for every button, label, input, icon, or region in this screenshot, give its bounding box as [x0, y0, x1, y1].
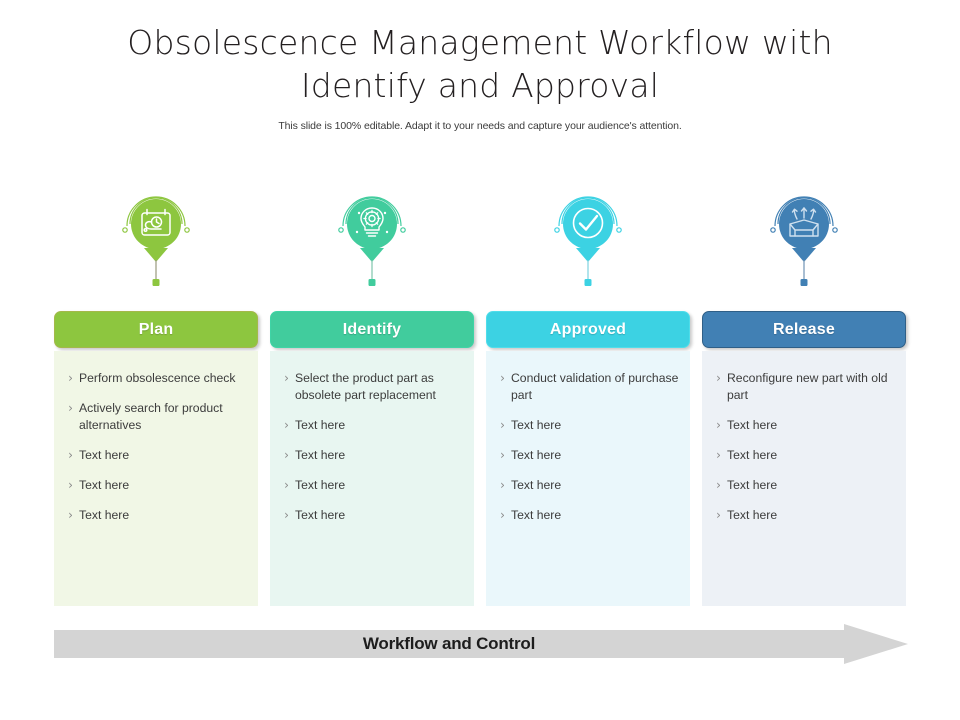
- list-item: › Text here: [494, 417, 680, 434]
- list-item: › Text here: [278, 507, 464, 524]
- chevron-bullet-icon: ›: [68, 448, 73, 462]
- list-item-text: Text here: [79, 478, 130, 492]
- list-item-text: Text here: [295, 508, 346, 522]
- list-item-text: Text here: [511, 418, 562, 432]
- page-title: Obsolescence Management Workflow with Id…: [80, 22, 880, 108]
- chevron-bullet-icon: ›: [716, 448, 721, 462]
- column-body-release: › Reconfigure new part with old part › T…: [702, 351, 906, 606]
- open-box-launch-icon: [770, 196, 838, 286]
- calendar-schedule-icon: [122, 196, 190, 286]
- chevron-bullet-icon: ›: [716, 478, 721, 492]
- chevron-bullet-icon: ›: [500, 508, 505, 522]
- list-item: › Text here: [710, 417, 896, 434]
- chevron-bullet-icon: ›: [716, 508, 721, 522]
- workflow-column-identify: Identify › Select the product part as ob…: [270, 180, 474, 606]
- check-circle-icon: [554, 196, 622, 286]
- list-item-text: Text here: [511, 478, 562, 492]
- list-item-text: Text here: [295, 418, 346, 432]
- list-item-text: Conduct validation of purchase part: [511, 371, 679, 402]
- column-body-identify: › Select the product part as obsolete pa…: [270, 351, 474, 606]
- list-item: › Text here: [278, 477, 464, 494]
- list-item-text: Text here: [295, 478, 346, 492]
- list-item-text: Text here: [79, 508, 130, 522]
- column-header-approved[interactable]: Approved: [486, 311, 690, 348]
- list-item-text: Text here: [727, 478, 778, 492]
- column-header-label: Identify: [342, 320, 402, 338]
- list-item: › Text here: [278, 447, 464, 464]
- list-item-text: Text here: [79, 448, 130, 462]
- list-item: › Text here: [62, 477, 248, 494]
- list-item: › Text here: [494, 507, 680, 524]
- list-item-text: Text here: [727, 418, 778, 432]
- chevron-bullet-icon: ›: [500, 478, 505, 492]
- column-header-label: Plan: [138, 320, 174, 338]
- pin-badge-release: [702, 180, 906, 292]
- list-item-text: Text here: [511, 448, 562, 462]
- column-body-plan: › Perform obsolescence check › Actively …: [54, 351, 258, 606]
- list-item: › Perform obsolescence check: [62, 370, 248, 387]
- list-item: › Text here: [62, 507, 248, 524]
- workflow-column-approved: Approved › Conduct validation of purchas…: [486, 180, 690, 606]
- list-item: › Actively search for product alternativ…: [62, 400, 248, 434]
- chevron-bullet-icon: ›: [68, 371, 73, 385]
- pin-badge-plan: [54, 180, 258, 292]
- chevron-bullet-icon: ›: [716, 371, 721, 385]
- workflow-column-plan: Plan › Perform obsolescence check › Acti…: [54, 180, 258, 606]
- list-item-text: Perform obsolescence check: [79, 371, 236, 385]
- column-header-release[interactable]: Release: [702, 311, 906, 348]
- list-item: › Text here: [710, 507, 896, 524]
- list-item-text: Reconfigure new part with old part: [727, 371, 888, 402]
- column-header-plan[interactable]: Plan: [54, 311, 258, 348]
- chevron-bullet-icon: ›: [716, 418, 721, 432]
- chevron-bullet-icon: ›: [500, 448, 505, 462]
- workflow-arrow-label: Workflow and Control: [362, 634, 536, 653]
- chevron-bullet-icon: ›: [68, 478, 73, 492]
- column-header-label: Release: [773, 320, 835, 338]
- list-item: › Text here: [278, 417, 464, 434]
- workflow-column-release: Release › Reconfigure new part with old …: [702, 180, 906, 606]
- chevron-bullet-icon: ›: [284, 448, 289, 462]
- pin-badge-identify: [270, 180, 474, 292]
- list-item: › Text here: [62, 447, 248, 464]
- column-header-identify[interactable]: Identify: [270, 311, 474, 348]
- list-item: › Text here: [710, 447, 896, 464]
- chevron-bullet-icon: ›: [284, 418, 289, 432]
- slide-header: Obsolescence Management Workflow with Id…: [0, 0, 960, 132]
- list-item-text: Select the product part as obsolete part…: [295, 371, 436, 402]
- chevron-bullet-icon: ›: [500, 418, 505, 432]
- list-item: › Text here: [494, 447, 680, 464]
- page-subtitle: This slide is 100% editable. Adapt it to…: [278, 119, 682, 132]
- list-item-text: Text here: [295, 448, 346, 462]
- list-item-text: Text here: [727, 508, 778, 522]
- workflow-columns: Plan › Perform obsolescence check › Acti…: [54, 180, 908, 606]
- list-item-text: Actively search for product alternatives: [79, 401, 223, 432]
- list-item: › Reconfigure new part with old part: [710, 370, 896, 404]
- chevron-bullet-icon: ›: [284, 478, 289, 492]
- right-arrow-icon: [54, 624, 908, 664]
- chevron-bullet-icon: ›: [68, 508, 73, 522]
- pin-badge-approved: [486, 180, 690, 292]
- page-title-line-1: Obsolescence Management Workflow with: [127, 23, 833, 62]
- chevron-bullet-icon: ›: [284, 371, 289, 385]
- workflow-arrow-banner: Workflow and Control: [54, 624, 908, 664]
- chevron-bullet-icon: ›: [68, 401, 73, 415]
- list-item: › Text here: [494, 477, 680, 494]
- column-header-label: Approved: [549, 320, 627, 338]
- page-title-line-2: Identify and Approval: [300, 65, 660, 105]
- lightbulb-gear-icon: [338, 196, 406, 286]
- list-item: › Conduct validation of purchase part: [494, 370, 680, 404]
- list-item: › Select the product part as obsolete pa…: [278, 370, 464, 404]
- list-item: › Text here: [710, 477, 896, 494]
- chevron-bullet-icon: ›: [500, 371, 505, 385]
- list-item-text: Text here: [727, 448, 778, 462]
- list-item-text: Text here: [511, 508, 562, 522]
- chevron-bullet-icon: ›: [284, 508, 289, 522]
- column-body-approved: › Conduct validation of purchase part › …: [486, 351, 690, 606]
